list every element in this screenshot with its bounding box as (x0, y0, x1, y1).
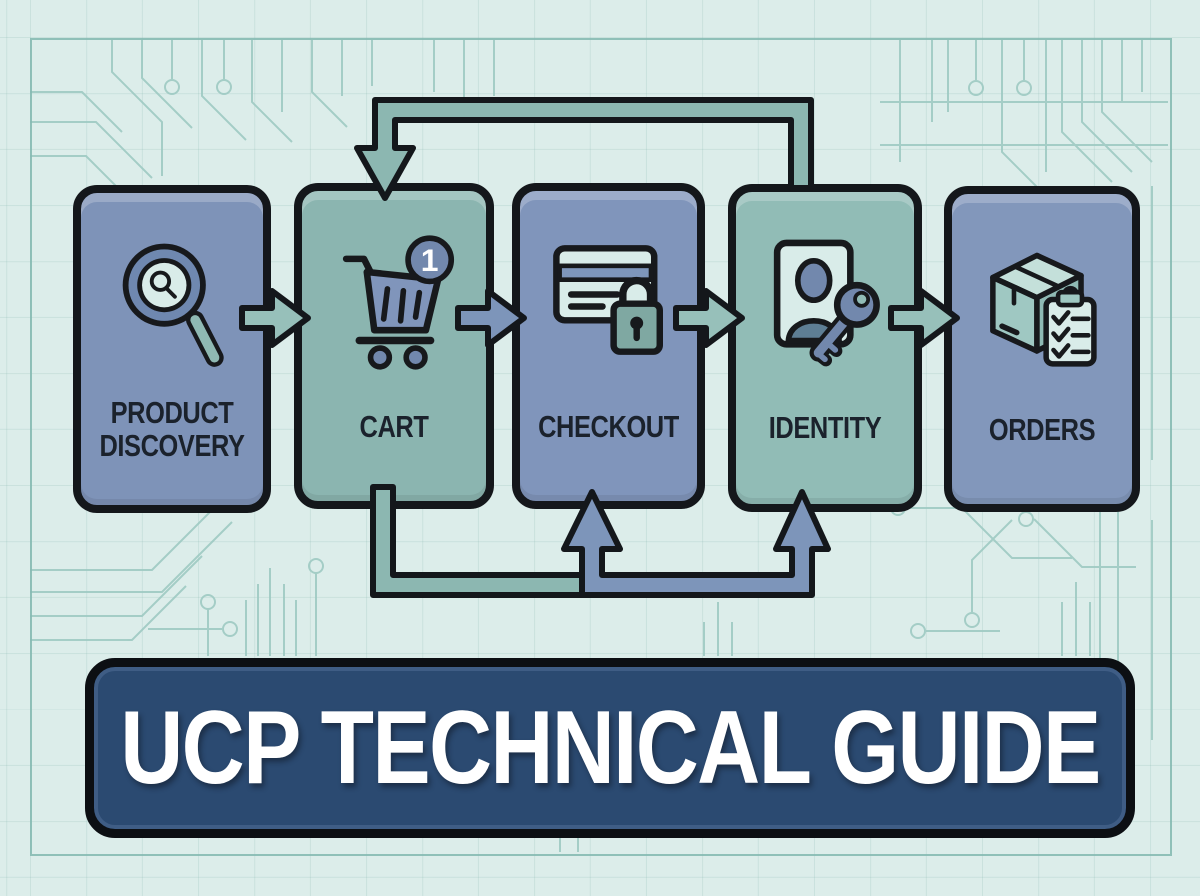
magnifier-icon (81, 231, 263, 376)
step-label-product-discovery: PRODUCT DISCOVERY (99, 394, 245, 463)
step-label-cart: CART (359, 409, 429, 445)
step-box-product-discovery: PRODUCT DISCOVERY (73, 185, 271, 513)
shopping-cart-icon: 1 (302, 229, 486, 376)
step-box-checkout: CHECKOUT (512, 183, 705, 509)
page-title: UCP TECHNICAL GUIDE (120, 689, 1101, 806)
step-label-identity: IDENTITY (768, 410, 882, 446)
step-box-orders: ORDERS (944, 186, 1140, 512)
step-label-orders: ORDERS (988, 412, 1096, 448)
id-card-key-icon (736, 230, 914, 377)
title-banner: UCP TECHNICAL GUIDE (85, 658, 1135, 838)
step-box-cart: 1 CART (294, 183, 494, 509)
credit-card-lock-icon (520, 229, 697, 371)
package-checklist-icon (952, 232, 1132, 379)
cart-badge-count: 1 (421, 242, 439, 278)
step-box-identity: IDENTITY (728, 184, 922, 512)
step-label-checkout: CHECKOUT (538, 409, 679, 445)
